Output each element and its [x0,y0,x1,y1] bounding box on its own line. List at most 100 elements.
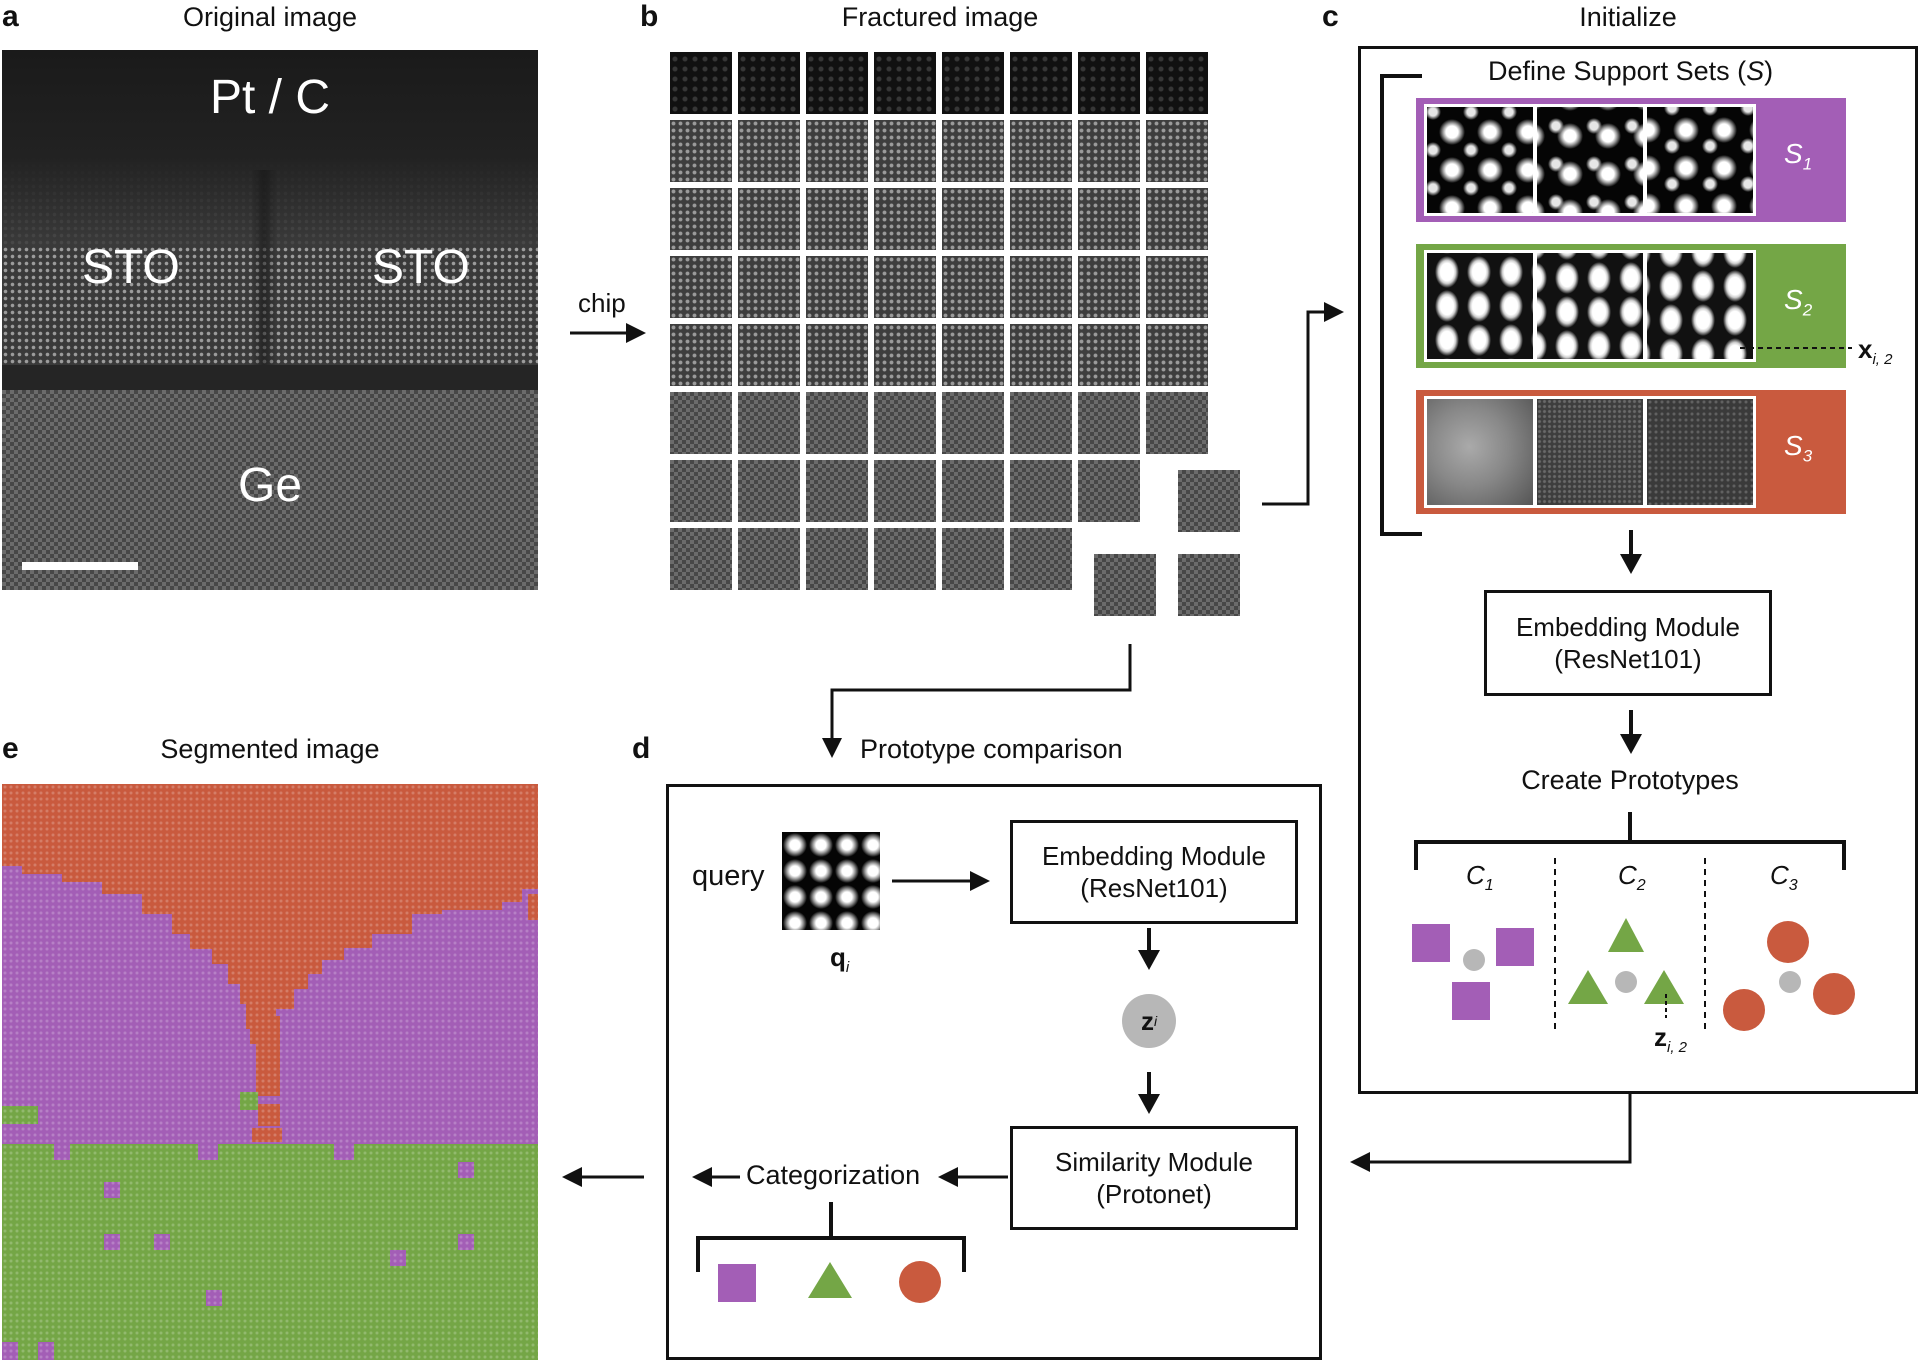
image-chip [940,458,1006,524]
support-title-prefix: Define Support Sets ( [1488,56,1747,86]
separated-chip [1176,552,1242,618]
arrow-b-to-c [1262,302,1344,506]
category-square [718,1264,756,1302]
segment-sto-island [54,1144,70,1160]
image-chip [1008,254,1074,320]
embedding-line2: (ResNet101) [1554,644,1702,674]
image-chip [1008,186,1074,252]
category-triangle [808,1262,852,1298]
embedding-line1: Embedding Module [1041,840,1267,871]
arrow-to-similarity [1138,1072,1160,1114]
support-label-s2: S2 [1784,284,1813,320]
class2-prototype-dot [1615,971,1637,993]
image-chip [1144,186,1210,252]
image-chip [736,50,802,116]
image-chip [872,118,938,184]
panel-letter-e: e [2,732,19,765]
image-chip [668,254,734,320]
panel-letter-c: c [1322,0,1339,33]
segment-boundary [256,1016,280,1096]
prototypes-bracket [1414,812,1846,870]
create-prototypes-label: Create Prototypes [1521,765,1739,795]
arrow-to-embedding-c [1620,530,1642,574]
image-chip [668,390,734,456]
support-image [1424,396,1536,508]
original-image: Pt / C STO STO Ge [2,50,538,590]
image-chip [1076,322,1142,388]
image-chip [872,390,938,456]
class3-prototype-dot [1779,971,1801,993]
embedding-module-d: Embedding Module (ResNet101) [1010,820,1298,924]
image-chip [736,186,802,252]
segment-sto-island [390,1250,406,1266]
panel-title-b: Fractured image [841,2,1039,32]
segment-pt-c [528,894,538,920]
segment-ge-island [240,1092,258,1110]
support-title-var: S [1746,56,1765,86]
image-chip [1144,390,1210,456]
segment-ge [2,1144,538,1360]
segment-sto-island [334,1144,354,1160]
image-chip [940,118,1006,184]
segment-boundary [258,1104,280,1126]
class1-support-square [1496,928,1534,966]
prototype-clusters [1412,858,1855,1034]
support-sets-bracket [1380,74,1422,536]
class3-support-circle [1723,989,1765,1031]
image-chip [1076,254,1142,320]
segment-sto-island [104,1234,120,1250]
image-chip [872,458,938,524]
arrow-into-categorization [692,1167,740,1187]
query-label: query [692,860,765,892]
image-chip [668,526,734,592]
support-sets-title: Define Support Sets (S) [1488,56,1773,87]
categorization-label: Categorization [746,1160,921,1190]
segment-sto-island [206,1290,222,1306]
image-chip [940,390,1006,456]
segment-ge-island [2,1106,38,1124]
image-chip [940,186,1006,252]
image-chip [1076,50,1142,116]
x-leader-line [1740,347,1852,349]
image-chip [1076,118,1142,184]
image-chip [804,390,870,456]
label-sto-left: STO [82,241,180,294]
class3-support-circle [1767,921,1809,963]
image-chip [1144,254,1210,320]
embedding-line2: (ResNet101) [1080,873,1228,903]
image-chip [940,50,1006,116]
segment-pt-c [2,784,538,1044]
support-image [1644,104,1756,216]
class3-support-circle [1813,973,1855,1015]
support-image [1534,250,1646,362]
label-ge: Ge [237,459,303,512]
segment-sto-island [104,1182,120,1198]
z-prototype-label: zi, 2 [1654,1022,1688,1057]
image-chip [668,186,734,252]
embedding-line1: Embedding Module [1515,611,1741,642]
image-chip [872,322,938,388]
class1-support-square [1452,982,1490,1020]
support-image [1644,396,1756,508]
image-chip [1008,118,1074,184]
image-chip [668,118,734,184]
image-chip [804,526,870,592]
segment-sto-island [38,1342,54,1360]
class1-prototype-dot [1463,949,1485,971]
arrow-d-to-e [562,1167,644,1187]
image-chip [804,322,870,388]
chip-label: chip [578,288,626,318]
image-chip [1008,50,1074,116]
image-chip [1008,322,1074,388]
image-chip [1008,390,1074,456]
q-label: qi [830,942,850,977]
x-label: xi, 2 [1858,334,1893,369]
class-label-c1: C1 [1466,860,1494,895]
class2-support-triangle [1608,918,1644,952]
segment-boundary [252,1128,282,1142]
ge-region [2,390,538,590]
support-set-s1: S1 [1416,98,1846,222]
support-image [1534,396,1646,508]
image-chip [668,458,734,524]
